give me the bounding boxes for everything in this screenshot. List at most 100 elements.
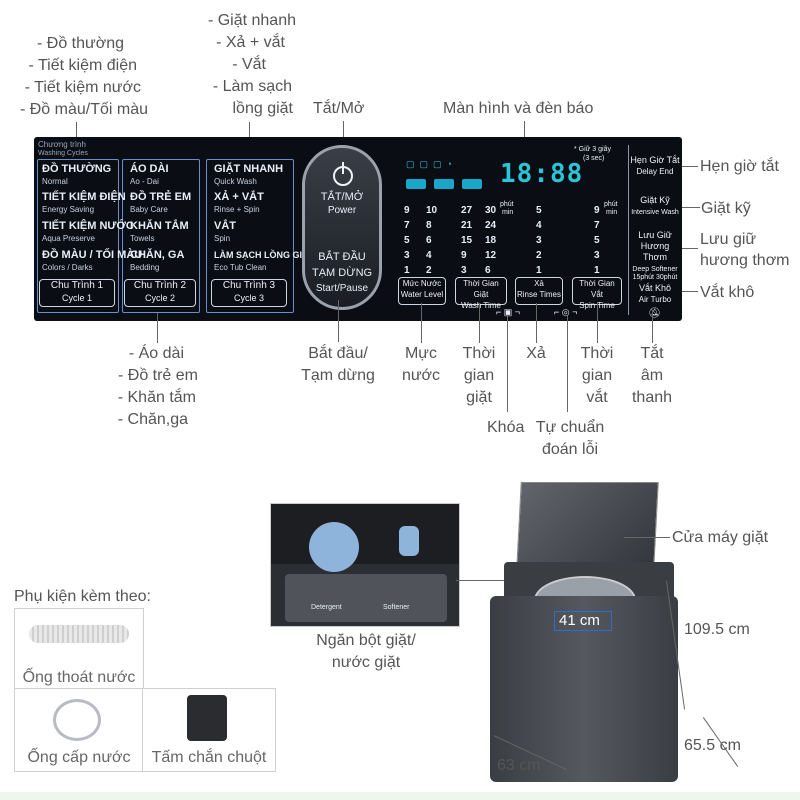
depth-label: 65.5 cm [684, 737, 741, 754]
detergent-text: Detergent [311, 604, 342, 611]
inlet-hose-icon [53, 699, 101, 741]
leader-line [676, 291, 698, 292]
bottom-bar [0, 792, 800, 800]
hold-note-sub: (3 sec) [583, 155, 605, 162]
leader-line [676, 248, 698, 249]
hold-note: * Giữ 3 giây [574, 146, 611, 153]
machine-body [490, 596, 678, 782]
start-label-en: Start/Pause [315, 283, 369, 294]
panel-divider [628, 145, 629, 315]
air-turbo-label: Vắt khô [700, 284, 755, 301]
drain-hose-card: Ống thoát nước [14, 608, 144, 692]
width-label: 63 cm [497, 757, 541, 774]
leader-line [507, 316, 508, 412]
rodent-guard-label: Tấm chắn chuột [151, 749, 267, 766]
leader-line [680, 207, 700, 208]
deep-softener-label: hương thơm [700, 252, 790, 269]
drain-hose-label: Ống thoát nước [22, 669, 136, 686]
diagnosis-icon: ⌐ ◎ ¬ [554, 307, 578, 317]
start-label-vi[interactable]: BẮT ĐẦU [318, 251, 366, 263]
cycle3-feature-label: - Làm sạch [212, 78, 292, 95]
cycle2-feature-label: - Khăn tắm [117, 389, 196, 406]
softener-cup [399, 526, 419, 556]
intensive-label: Giặt kỹ [701, 200, 751, 217]
drain-hose-icon [29, 625, 129, 643]
display-label: Màn hình và đèn báo [443, 100, 594, 117]
inlet-hose-card: Ống cấp nước [14, 688, 144, 772]
cycle1-feature-label: - Tiết kiệm điện [28, 57, 137, 74]
power-label-en: Power [327, 205, 357, 216]
detergent-drawer-photo: Detergent Softener [270, 503, 460, 627]
time-display: 18:88 [500, 159, 584, 189]
minutes-unit-en: min [502, 209, 514, 216]
lock-label: Khóa [487, 419, 525, 436]
rodent-guard-card: Tấm chắn chuột [142, 688, 276, 772]
minutes-unit-en: min [606, 209, 618, 216]
rinse-label: Xả [526, 345, 546, 362]
leader-line [567, 316, 568, 412]
rodent-guard-icon [187, 695, 227, 741]
rinse-indicator-icon [434, 179, 454, 189]
cycle2-feature-label: - Đồ trẻ em [117, 367, 198, 384]
drum-diameter-label: 41 cm [559, 612, 600, 629]
power-label-vi[interactable]: TẮT/MỞ [320, 191, 364, 203]
deep-softener-label: Lưu giữ [700, 231, 757, 248]
drawer-front [285, 574, 447, 622]
cycle3-bracket [206, 159, 294, 313]
leader-line [536, 303, 537, 343]
pause-label-vi[interactable]: TẠM DỪNG [312, 267, 373, 279]
inlet-hose-label: Ống cấp nước [27, 749, 131, 766]
wash-indicator-icon [406, 179, 426, 189]
panel-header-sub: Washing Cycles [38, 150, 88, 157]
leader-line [672, 166, 698, 167]
softener-text: Softener [383, 604, 410, 611]
spin-indicator-icon [462, 179, 482, 189]
cycle1-feature-label: - Đồ thường [36, 35, 124, 52]
leader-line [479, 303, 480, 343]
cycle1-bracket [37, 159, 119, 313]
leader-line [343, 121, 344, 145]
detergent-cup [309, 522, 359, 572]
leader-line [652, 313, 653, 343]
cycle1-feature-label: - Tiết kiệm nước [24, 79, 141, 96]
cycle3-feature-label: - Vắt [232, 56, 266, 73]
panel-header: Chương trình [38, 140, 86, 149]
start-pause-label: Bắt đầu/Tạm dừng [301, 345, 375, 384]
indicator-icons: ▢ ▢ ▢ ◔ [406, 159, 452, 169]
accessories-title: Phụ kiện kèm theo: [14, 588, 151, 605]
leader-line [597, 303, 598, 343]
leader-line [624, 537, 670, 538]
power-icon [342, 162, 344, 174]
power-label: Tắt/Mở [313, 100, 365, 117]
